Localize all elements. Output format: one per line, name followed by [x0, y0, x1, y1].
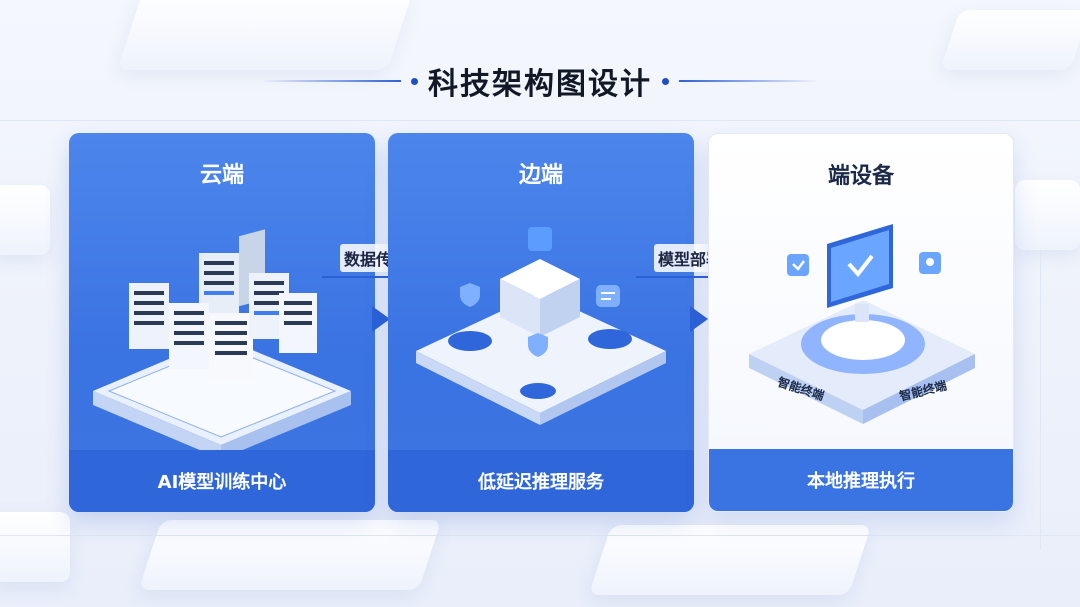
connector-line	[636, 276, 758, 278]
device-platform	[749, 300, 975, 424]
device-illustration	[749, 224, 975, 424]
monitor-icon	[827, 224, 893, 322]
panel-footer-label: AI模型训练中心	[69, 450, 375, 512]
shield-icon	[460, 283, 548, 357]
shield-icon	[787, 254, 809, 276]
panel-heading: 端设备	[827, 164, 894, 189]
flow-chevron-icon	[372, 306, 390, 332]
server-rack-group	[129, 229, 317, 379]
background-tile	[138, 520, 442, 590]
title-rule-left	[261, 80, 401, 82]
server-platform	[93, 337, 351, 453]
background-tile	[0, 185, 50, 255]
panel-cloud: 云端 AI模型训练中心	[69, 133, 375, 512]
flow-chevron-icon	[690, 306, 708, 332]
background-grid-line	[1040, 250, 1041, 550]
background-grid-line	[0, 120, 1080, 121]
background-tile	[0, 512, 70, 582]
panel-heading: 云端	[199, 163, 244, 188]
panel-footer-label: 低延迟推理服务	[388, 450, 694, 512]
panel-device: 端设备 智能终端 智能终端 本地推理执行	[708, 133, 1014, 512]
panel-edge: 边端 低延迟推理服务	[388, 133, 694, 512]
background-grid-line	[0, 535, 1080, 536]
chat-icon	[596, 285, 620, 307]
edge-node-disc	[448, 329, 632, 399]
background-tile	[1015, 180, 1080, 250]
edge-node-illustration	[416, 227, 666, 425]
connector-line	[322, 276, 440, 278]
location-icon	[919, 252, 941, 274]
edge-box	[500, 227, 580, 337]
title-rule-right	[679, 80, 819, 82]
panel-heading: 边端	[518, 163, 563, 188]
title-dot-left	[411, 77, 418, 85]
title-bar: 科技架构图设计	[0, 58, 1080, 104]
cloud-server-illustration	[93, 229, 351, 453]
title-dot-right	[662, 77, 669, 85]
panel-footer-label: 本地推理执行	[709, 449, 1013, 511]
page-title: 科技架构图设计	[428, 67, 652, 102]
